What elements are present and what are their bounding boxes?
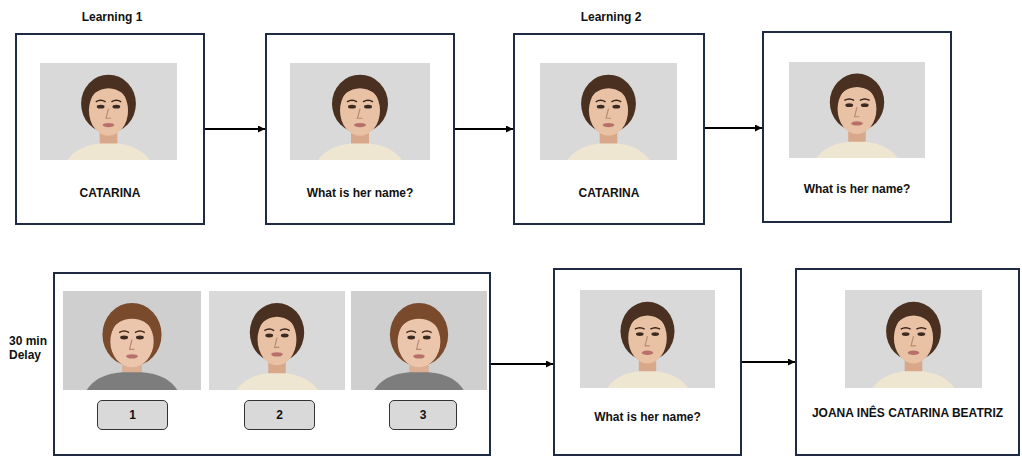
face-photo — [63, 291, 201, 390]
option-number: 2 — [245, 401, 314, 429]
phase-heading: Learning 1 — [17, 10, 207, 24]
name-choices: JOANA INÊS CATARINA BEATRIZ — [797, 406, 1018, 420]
face-photo — [40, 63, 177, 160]
task-panel: What is her name? — [553, 268, 742, 456]
flow-arrow — [705, 127, 762, 129]
option-button: 1 — [97, 400, 168, 430]
flow-arrow — [205, 128, 265, 130]
face-photo — [540, 63, 677, 160]
face-photo — [845, 290, 982, 388]
task-panel: What is her name? — [762, 31, 952, 223]
name-label: CATARINA — [17, 186, 203, 200]
flow-arrow — [455, 128, 513, 130]
question-text: What is her name? — [267, 186, 453, 200]
face-photo — [580, 290, 715, 388]
question-text: What is her name? — [764, 182, 950, 196]
option-button: 3 — [389, 400, 457, 430]
flow-arrow — [742, 361, 795, 363]
task-panel: JOANA INÊS CATARINA BEATRIZ — [795, 268, 1020, 456]
task-panel: 12330 min Delay — [53, 272, 491, 456]
delay-label: 30 min Delay — [9, 334, 53, 363]
option-number: 1 — [98, 401, 167, 429]
option-button: 2 — [244, 400, 315, 430]
task-panel: Learning 1CATARINA — [15, 33, 205, 225]
face-photo — [789, 62, 925, 158]
face-photo — [290, 63, 430, 160]
task-panel: What is her name? — [265, 33, 455, 225]
task-panel: Learning 2CATARINA — [513, 33, 705, 225]
flow-arrow — [491, 363, 553, 365]
option-number: 3 — [390, 401, 456, 429]
face-photo — [351, 291, 487, 390]
phase-heading: Learning 2 — [515, 10, 707, 24]
name-label: CATARINA — [515, 186, 703, 200]
question-text: What is her name? — [555, 410, 740, 424]
face-photo — [209, 291, 345, 390]
